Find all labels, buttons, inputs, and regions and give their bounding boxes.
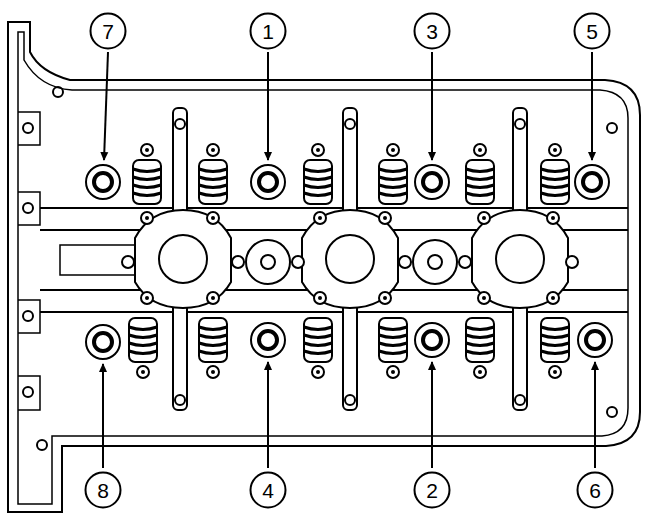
callout-number: 4 xyxy=(262,480,274,501)
callout-number: 8 xyxy=(97,480,109,501)
callout-number: 1 xyxy=(262,21,274,42)
callout-circle: 8 xyxy=(84,471,122,509)
callout-circle: 3 xyxy=(413,12,451,50)
callout-number: 3 xyxy=(426,21,438,42)
callout-circle: 7 xyxy=(89,12,127,50)
callout-circle: 1 xyxy=(249,12,287,50)
callout-number: 2 xyxy=(426,480,438,501)
callout-circle: 4 xyxy=(249,471,287,509)
callout-circle: 5 xyxy=(573,12,611,50)
callout-number: 5 xyxy=(586,21,598,42)
callout-circle: 2 xyxy=(413,471,451,509)
callout-number: 7 xyxy=(102,21,114,42)
callout-circle: 6 xyxy=(576,471,614,509)
callout-number: 6 xyxy=(589,480,601,501)
